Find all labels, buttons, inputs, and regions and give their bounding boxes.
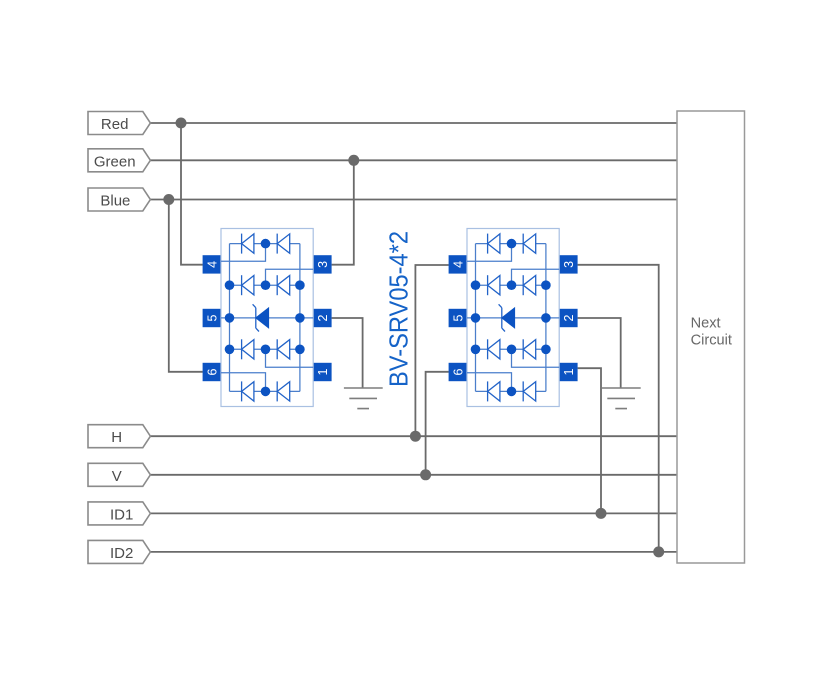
svg-text:ID2: ID2 — [110, 545, 133, 562]
svg-text:Next: Next — [691, 316, 721, 332]
svg-text:Blue: Blue — [100, 193, 130, 210]
svg-text:H: H — [111, 429, 122, 446]
svg-text:ID1: ID1 — [110, 506, 133, 523]
svg-text:BV-SRV05-4*2: BV-SRV05-4*2 — [384, 231, 414, 387]
svg-text:V: V — [112, 468, 122, 485]
svg-text:Red: Red — [101, 116, 129, 133]
svg-text:Green: Green — [94, 153, 136, 170]
svg-text:Circuit: Circuit — [691, 332, 732, 348]
